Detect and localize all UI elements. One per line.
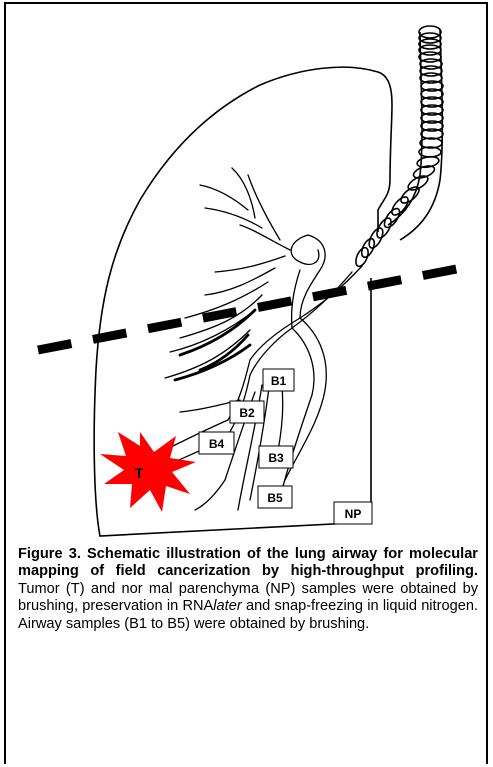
sample-box-b2: B2 bbox=[230, 401, 264, 423]
sample-box-b5: B5 bbox=[258, 486, 292, 508]
sample-box-np: NP bbox=[334, 502, 372, 524]
tumor-star bbox=[100, 432, 196, 512]
sample-label-np: NP bbox=[345, 507, 362, 521]
sample-label-b3: B3 bbox=[268, 451, 284, 465]
sample-label-b4: B4 bbox=[209, 437, 225, 451]
sample-box-b1: B1 bbox=[263, 369, 294, 391]
figure-caption: Figure 3. Schematic illustration of the … bbox=[18, 546, 478, 633]
caption-body-italic: later bbox=[213, 598, 241, 614]
tumor-label: T bbox=[135, 465, 144, 481]
main-bronchi bbox=[175, 310, 255, 380]
caption-title: Figure 3. Schematic illustration of the … bbox=[18, 546, 478, 579]
sample-box-b4: B4 bbox=[199, 432, 234, 454]
sample-label-b1: B1 bbox=[271, 374, 287, 388]
sample-label-b2: B2 bbox=[239, 406, 255, 420]
trachea bbox=[353, 26, 443, 268]
sample-box-b3: B3 bbox=[259, 446, 293, 468]
sample-label-b5: B5 bbox=[267, 491, 283, 505]
lung-airway-diagram: T B1 B2 B4 B3 B5 NP bbox=[0, 0, 493, 545]
